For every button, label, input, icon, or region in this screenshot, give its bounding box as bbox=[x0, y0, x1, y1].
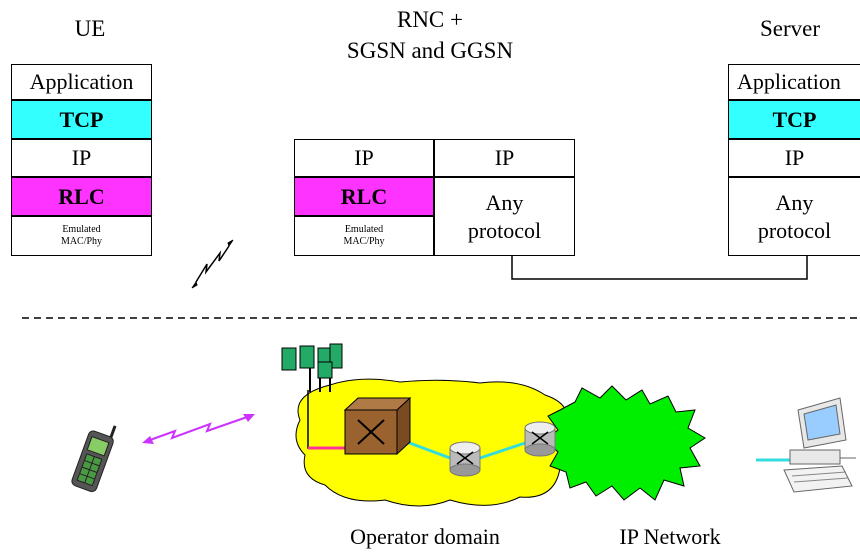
mobile-phone-icon bbox=[71, 425, 117, 493]
radio-link-icon bbox=[191, 239, 234, 289]
wireless-link-icon bbox=[142, 414, 255, 444]
rnc-box-icon bbox=[343, 396, 412, 456]
server-application-layer: Application bbox=[728, 64, 860, 100]
operator-domain-label: Operator domain bbox=[350, 524, 500, 549]
ue-tcp-layer: TCP bbox=[11, 100, 152, 139]
rnc-mac-line2: MAC/Phy bbox=[343, 236, 385, 247]
rnc-any-protocol-layer: Any protocol bbox=[434, 177, 575, 256]
rnc-any-line1: Any bbox=[485, 189, 524, 215]
ue-application-layer: Application bbox=[11, 64, 152, 100]
rnc-ip-layer-left: IP bbox=[294, 139, 434, 177]
ue-ip-layer: IP bbox=[11, 139, 152, 177]
ue-mac-line2: MAC/Phy bbox=[60, 236, 103, 247]
rnc-any-line2: protocol bbox=[467, 217, 542, 243]
server-header: Server bbox=[759, 16, 821, 41]
ue-rlc-layer: RLC bbox=[11, 177, 152, 216]
rnc-server-connector bbox=[511, 256, 808, 280]
router-icon-2 bbox=[524, 421, 556, 457]
server-any-protocol-layer: Any protocol bbox=[728, 177, 860, 256]
router-icon bbox=[449, 441, 481, 477]
ue-mac-phy-layer: Emulated MAC/Phy bbox=[11, 216, 152, 256]
server-any-line1: Any bbox=[775, 189, 814, 215]
ue-header: UE bbox=[74, 16, 106, 41]
rnc-header-line1: RNC + bbox=[396, 7, 463, 32]
rnc-ip-layer-right: IP bbox=[434, 139, 575, 177]
rnc-mac-line1: Emulated bbox=[344, 224, 384, 235]
ue-mac-line1: Emulated bbox=[62, 224, 101, 235]
server-ip-layer: IP bbox=[728, 139, 860, 177]
base-station-antenna-icon bbox=[281, 343, 343, 392]
server-any-line2: protocol bbox=[757, 217, 832, 243]
rnc-mac-phy-layer: Emulated MAC/Phy bbox=[294, 216, 434, 256]
server-tcp-layer: TCP bbox=[728, 100, 860, 139]
ip-network-label: IP Network bbox=[619, 524, 721, 549]
server-computer-icon bbox=[783, 397, 856, 493]
rnc-rlc-layer: RLC bbox=[294, 177, 434, 216]
ip-network-cloud bbox=[544, 385, 706, 501]
rnc-header-line2: SGSN and GGSN bbox=[346, 38, 514, 63]
